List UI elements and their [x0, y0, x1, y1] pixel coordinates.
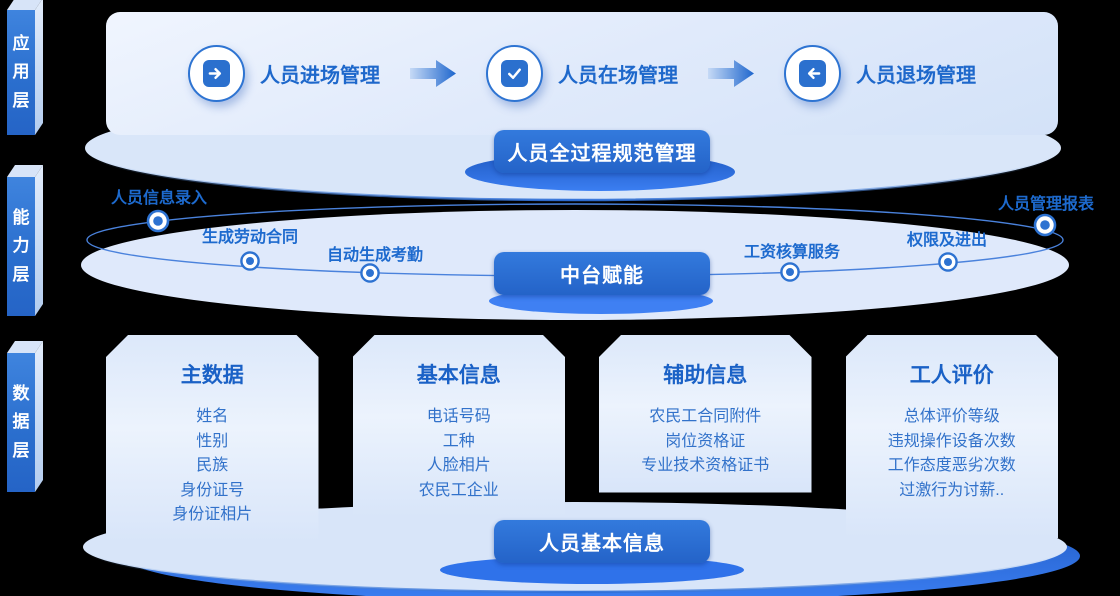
banner-middle-platform: 中台赋能: [494, 252, 710, 295]
card-item: 工种: [442, 432, 475, 450]
card-title: 主数据: [180, 364, 244, 387]
card-title: 辅助信息: [663, 364, 748, 387]
card-title: 基本信息: [416, 364, 501, 387]
card-item: 岗位资格证: [665, 432, 746, 450]
enter-icon: [188, 45, 245, 102]
ribbon-capability-label: 能力层: [12, 207, 30, 284]
ribbon-data-layer: 数据层: [7, 353, 35, 492]
card-item: 过激行为讨薪..: [899, 481, 1005, 499]
capability-node-payroll: 工资核算服务: [743, 244, 841, 261]
capability-node-labor-contract: 生成劳动合同: [201, 229, 299, 246]
application-panel: 人员进场管理 人员在场管理 人员退场管理: [106, 12, 1058, 135]
card-item-list: 总体评价等级 违规操作设备次数 工作态度恶劣次数 过激行为讨薪..: [854, 405, 1051, 503]
card-item-list: 姓名 性别 民族 身份证号 身份证相片: [114, 405, 311, 528]
card-item: 违规操作设备次数: [887, 432, 1016, 450]
module-entry-management: 人员进场管理: [188, 45, 380, 102]
ribbon-application-layer: 应用层: [7, 10, 35, 135]
capability-node-access: 权限及进出: [906, 232, 988, 249]
flow-arrow-icon: [410, 60, 456, 87]
card-worker-evaluation: 工人评价 总体评价等级 违规操作设备次数 工作态度恶劣次数 过激行为讨薪..: [846, 335, 1059, 538]
module-onsite-label: 人员在场管理: [558, 65, 678, 87]
ribbon-capability-layer: 能力层: [7, 177, 35, 316]
capability-node-info-entry: 人员信息录入: [110, 190, 208, 207]
capability-node-reports: 人员管理报表: [997, 196, 1095, 213]
card-item: 身份证相片: [172, 506, 253, 523]
capability-node-attendance: 自动生成考勤: [326, 247, 424, 264]
banner-process-management: 人员全过程规范管理: [494, 130, 710, 173]
card-master-data: 主数据 姓名 性别 民族 身份证号 身份证相片: [106, 335, 319, 542]
check-icon: [486, 45, 543, 102]
ribbon-data-label: 数据层: [12, 383, 30, 460]
card-item: 工作态度恶劣次数: [887, 457, 1016, 474]
card-item: 总体评价等级: [903, 408, 1000, 425]
capability-node-dot-cores: [153, 216, 1050, 277]
exit-icon: [784, 45, 841, 102]
data-cards-row: 主数据 姓名 性别 民族 身份证号 身份证相片 基本信息 电话号码 工种 人脸相…: [106, 335, 1058, 542]
card-item: 人脸相片: [426, 457, 491, 474]
card-basic-info: 基本信息 电话号码 工种 人脸相片 农民工企业: [353, 335, 566, 517]
flow-arrow-icon: [708, 60, 754, 87]
card-item: 姓名: [196, 408, 229, 425]
bottom-banner-shadow: [440, 556, 744, 584]
card-item: 电话号码: [426, 408, 491, 425]
module-exit-management: 人员退场管理: [784, 45, 976, 102]
card-item: 农民工企业: [418, 481, 499, 499]
card-item-list: 电话号码 工种 人脸相片 农民工企业: [361, 405, 558, 503]
card-item: 民族: [196, 457, 229, 474]
module-exit-label: 人员退场管理: [856, 65, 976, 87]
card-item: 性别: [196, 432, 229, 450]
top-ellipse-rim: [83, 147, 1063, 202]
banner-basic-info: 人员基本信息: [494, 520, 710, 563]
ribbon-application-label: 应用层: [12, 33, 30, 110]
card-item-list: 农民工合同附件 岗位资格证 专业技术资格证书: [607, 405, 804, 479]
module-onsite-management: 人员在场管理: [486, 45, 678, 102]
card-title: 工人评价: [909, 364, 994, 387]
module-entry-label: 人员进场管理: [260, 65, 380, 87]
capability-node-dots: [146, 209, 1057, 283]
bottom-ellipse-rim: [81, 546, 1069, 594]
card-item: 专业技术资格证书: [641, 457, 770, 474]
card-item: 农民工合同附件: [649, 408, 762, 425]
card-item: 身份证号: [180, 481, 245, 499]
card-auxiliary-info: 辅助信息 农民工合同附件 岗位资格证 专业技术资格证书: [599, 335, 812, 493]
